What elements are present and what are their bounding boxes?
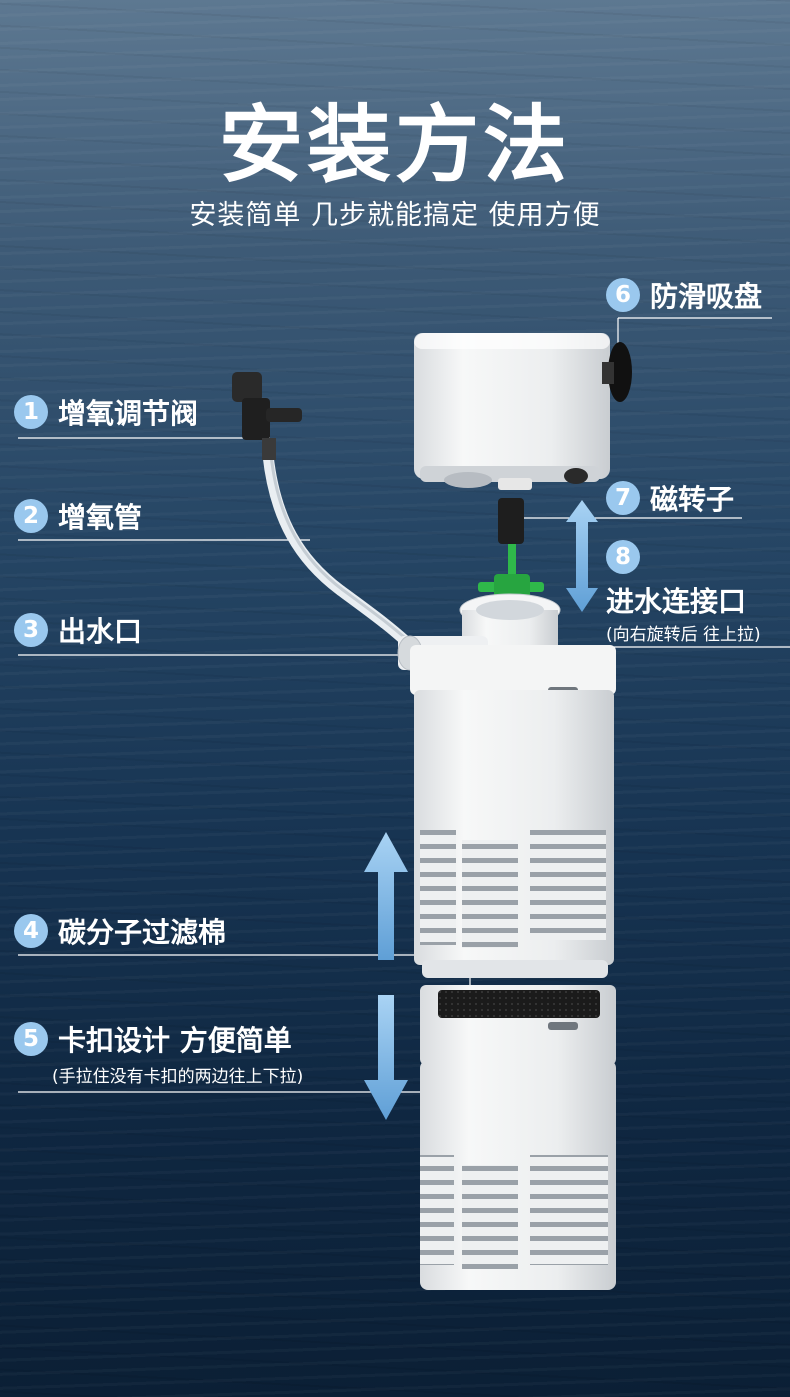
badge-number: 3 — [14, 613, 48, 647]
label-inlet-connector-number: 8 — [606, 540, 650, 574]
label-text: 进水连接口 — [606, 585, 747, 618]
label-text: 增氧调节阀 — [58, 397, 199, 430]
badge-number: 6 — [606, 278, 640, 312]
label-text: 出水口 — [58, 615, 143, 648]
badge-number: 8 — [606, 540, 640, 574]
badge-number: 2 — [14, 499, 48, 533]
label-snap-design: 5 卡扣设计 方便简单 — [14, 1019, 292, 1059]
label-text: 碳分子过滤棉 — [58, 916, 227, 949]
label-text: 防滑吸盘 — [650, 280, 763, 313]
label-text: 增氧管 — [58, 501, 143, 534]
note-inlet-connector: (向右旋转后 往上拉) — [606, 625, 761, 645]
label-text: 卡扣设计 方便简单 — [58, 1024, 292, 1057]
label-text: 磁转子 — [650, 483, 735, 516]
page-subtitle: 安装简单 几步就能搞定 使用方便 — [189, 200, 601, 231]
label-air-tube: 2 增氧管 — [14, 496, 142, 536]
badge-number: 5 — [14, 1022, 48, 1056]
label-air-valve: 1 增氧调节阀 — [14, 392, 198, 432]
label-filter-sponge: 4 碳分子过滤棉 — [14, 911, 226, 951]
badge-number: 1 — [14, 395, 48, 429]
page-title: 安装方法 — [218, 96, 571, 194]
label-inlet-connector: 进水连接口 — [606, 580, 746, 620]
label-magnetic-rotor: 7 磁转子 — [606, 478, 734, 518]
badge-number: 7 — [606, 481, 640, 515]
label-suction-cup: 6 防滑吸盘 — [606, 275, 762, 315]
arrow-up-down-icon — [364, 500, 598, 1120]
label-water-outlet: 3 出水口 — [14, 610, 142, 650]
leader-lines — [18, 317, 790, 1093]
badge-number: 4 — [14, 914, 48, 948]
note-snap-design: (手拉住没有卡扣的两边往上下拉) — [52, 1067, 304, 1087]
